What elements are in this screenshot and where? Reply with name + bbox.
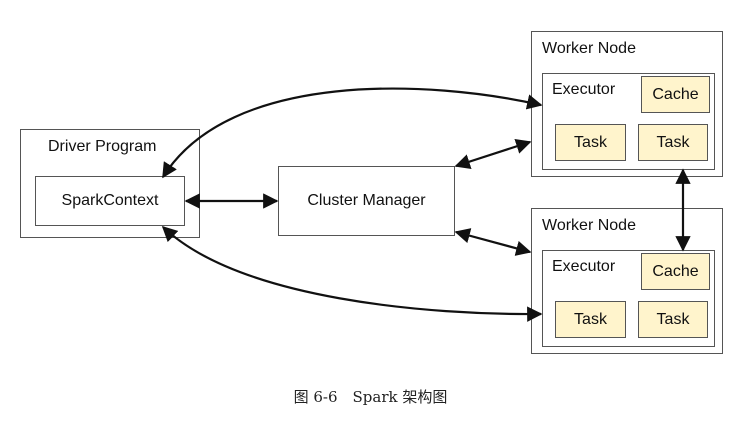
arrow-cluster-manager-worker1 xyxy=(454,138,532,170)
worker-node-2: Worker Node Executor Cache Task Task xyxy=(531,208,723,354)
cache-2: Cache xyxy=(641,253,710,290)
arrow-driver-worker1 xyxy=(162,87,543,179)
arrow-driver-worker2 xyxy=(161,225,543,322)
task-1b: Task xyxy=(638,124,708,161)
spark-context-label: SparkContext xyxy=(61,192,159,209)
worker-node-1-title: Worker Node xyxy=(542,40,636,57)
cache-1: Cache xyxy=(641,76,710,113)
worker-node-1: Worker Node Executor Cache Task Task xyxy=(531,31,723,177)
worker-node-2-title: Worker Node xyxy=(542,217,636,234)
task-1a: Task xyxy=(555,124,626,161)
task-2a: Task xyxy=(555,301,626,338)
figure-caption: 图 6-6 Spark 架构图 xyxy=(293,388,448,406)
driver-program-title: Driver Program xyxy=(48,138,157,155)
arrow-cluster-manager-worker2 xyxy=(454,228,532,256)
spark-context-box: SparkContext xyxy=(35,176,185,226)
cluster-manager-label: Cluster Manager xyxy=(307,192,426,209)
executor-2-label: Executor xyxy=(552,258,616,275)
task-2b: Task xyxy=(638,301,708,338)
executor-2-box: Executor Cache Task Task xyxy=(542,250,715,347)
executor-1-box: Executor Cache Task Task xyxy=(542,73,715,170)
executor-1-label: Executor xyxy=(552,81,616,98)
